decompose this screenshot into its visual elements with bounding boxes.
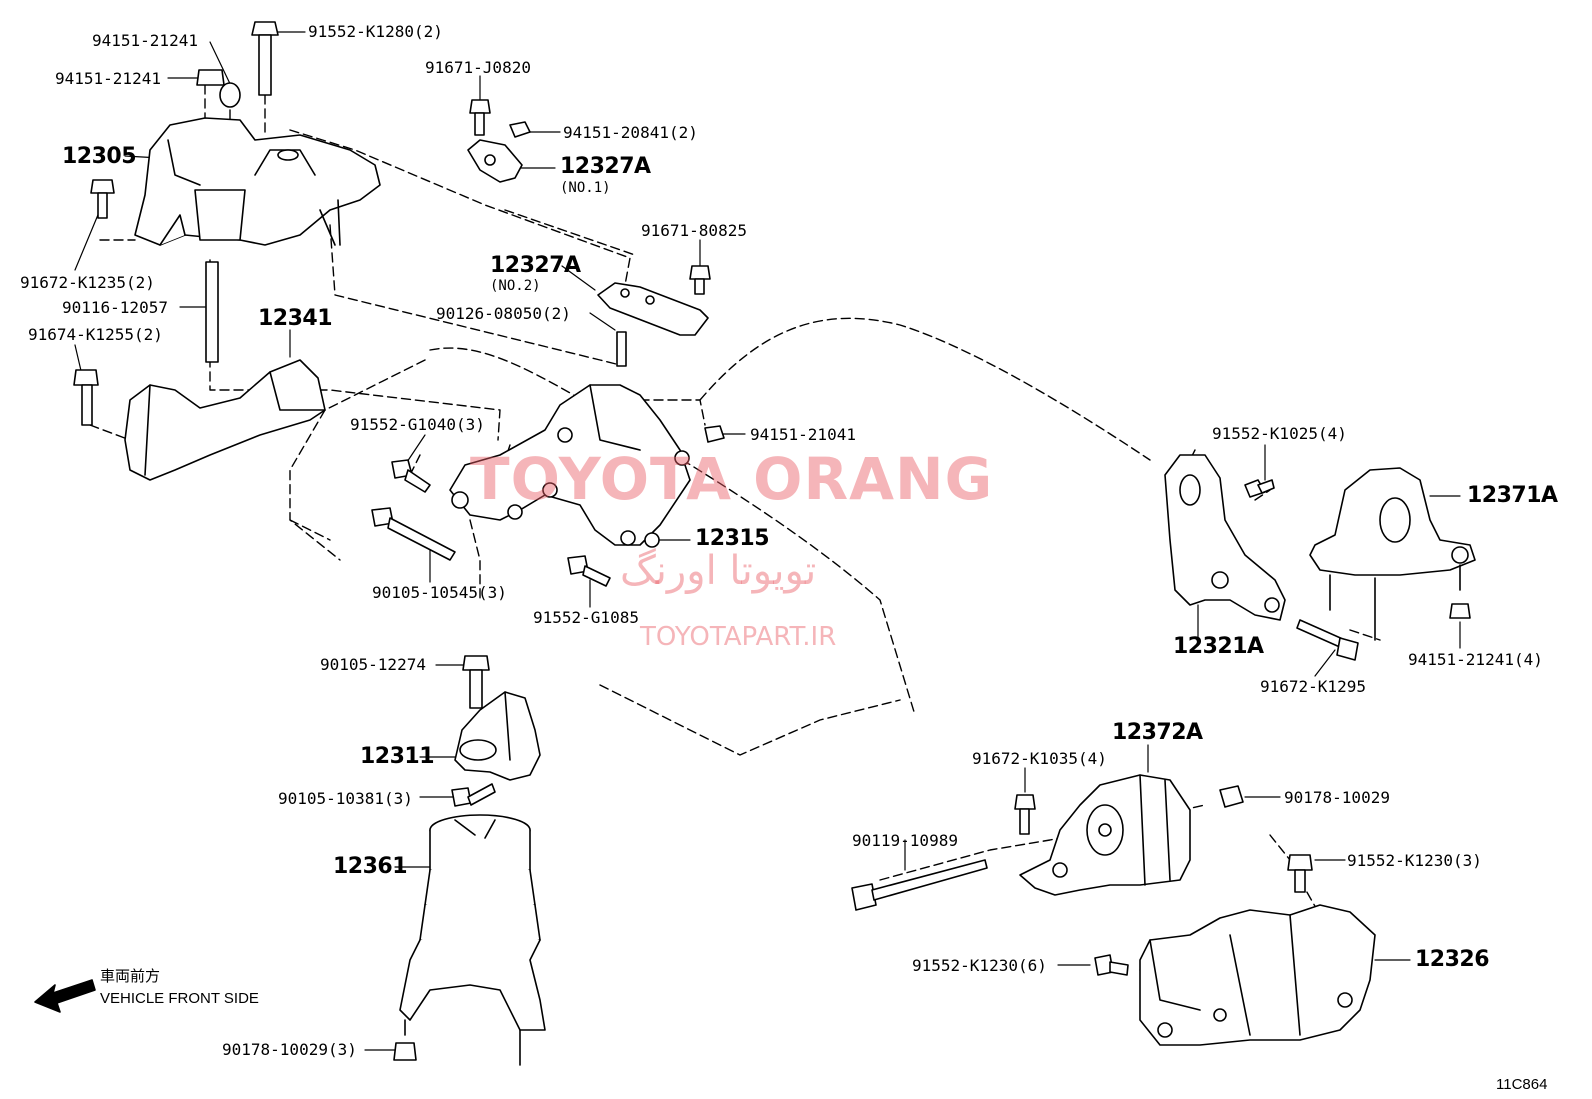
leader-lines (74, 31, 1461, 1051)
bolt-90119-10989 (851, 859, 988, 911)
diagram-code: 11C864 (1496, 1076, 1548, 1093)
label-12327a-no2: 12327A (490, 253, 581, 278)
insulator-12361 (399, 814, 546, 1066)
bracket-12311 (454, 691, 541, 781)
label-91552-k1230-6: 91552-K1230(6) (912, 956, 1047, 975)
label-91552-k1230-3: 91552-K1230(3) (1347, 851, 1482, 870)
nut-90178-10029-3 (393, 1042, 417, 1061)
bolt-91552-k1230-3 (1287, 854, 1313, 893)
vehicle-front-arrow (34, 979, 96, 1013)
bolt-91671-80825 (689, 265, 711, 295)
label-91552-g1085: 91552-G1085 (533, 608, 639, 627)
label-90178-10029: 90178-10029 (1284, 788, 1390, 807)
label-12341: 12341 (258, 306, 333, 331)
nut-94151-21241-4 (1449, 603, 1471, 619)
mount-12371a (1309, 467, 1476, 641)
bolt-91672-k1235 (90, 179, 115, 219)
vehicle-front-japanese: 車両前方 (100, 968, 161, 985)
label-91674-k1255: 91674-K1255(2) (28, 325, 163, 344)
label-90119-10989: 90119-10989 (852, 831, 958, 850)
label-12315: 12315 (695, 526, 770, 551)
label-12372a: 12372A (1112, 720, 1203, 745)
label-90105-12274: 90105-12274 (320, 655, 426, 674)
label-94151-21241-4: 94151-21241(4) (1408, 650, 1543, 669)
bolt-90105-12274 (462, 655, 490, 709)
bolt-91672-k1035 (1014, 794, 1036, 835)
label-12321a: 12321A (1173, 634, 1264, 659)
stud-90126-08050 (616, 331, 627, 367)
bracket-12321a (1164, 454, 1286, 621)
label-91672-k1295: 91672-K1295 (1260, 677, 1366, 696)
vehicle-front-label: 車両前方 VEHICLE FRONT SIDE (100, 966, 259, 1010)
label-94151-21241-a: 94151-21241 (92, 31, 198, 50)
watermark-site: TOYOTAPART.IR (640, 622, 837, 652)
label-91552-k1280: 91552-K1280(2) (308, 22, 443, 41)
watermark-text: TOYOTA ORANG (470, 445, 994, 513)
label-91552-g1040: 91552-G1040(3) (350, 415, 485, 434)
label-94151-21241-b: 94151-21241 (55, 69, 161, 88)
bolt-91552-k1025 (1244, 479, 1275, 498)
nut-94151-21041 (704, 425, 725, 443)
bolt-91552-k1280 (251, 21, 279, 96)
bolt-91674-k1255 (73, 369, 99, 426)
bracket-12327a-no1 (467, 139, 523, 183)
label-90105-10381: 90105-10381(3) (278, 789, 413, 808)
vehicle-front-english: VEHICLE FRONT SIDE (100, 990, 259, 1007)
label-90126-08050: 90126-08050(2) (436, 304, 571, 323)
label-91672-k1235: 91672-K1235(2) (20, 273, 155, 292)
label-12361: 12361 (333, 854, 408, 879)
label-91671-80825: 91671-80825 (641, 221, 747, 240)
bolt-91552-g1085 (567, 555, 611, 587)
label-12371a: 12371A (1467, 483, 1558, 508)
nut-94151-21241-a (196, 69, 225, 86)
label-12327a-no2-sub: (NO.2) (490, 278, 541, 294)
bolt-91552-k1230-6 (1094, 954, 1129, 976)
nut-90178-10029 (1219, 785, 1244, 808)
label-91552-k1025: 91552-K1025(4) (1212, 424, 1347, 443)
bracket-12327a-no2 (597, 282, 709, 336)
label-12326: 12326 (1415, 947, 1490, 972)
bolt-91552-g1040 (391, 459, 431, 493)
bolt-91671-j0820 (469, 99, 491, 136)
label-91671-j0820: 91671-J0820 (425, 58, 531, 77)
label-12305: 12305 (62, 144, 137, 169)
bolt-90105-10545 (371, 507, 456, 561)
label-90178-10029-3: 90178-10029(3) (222, 1040, 357, 1059)
label-90105-10545: 90105-10545(3) (372, 583, 507, 602)
bracket-12326 (1139, 904, 1376, 1046)
label-90116-12057: 90116-12057 (62, 298, 168, 317)
nut-94151-20841 (509, 121, 531, 138)
stud-90116-12057 (205, 261, 219, 363)
bracket-12341 (124, 359, 326, 481)
bracket-12315 (449, 384, 691, 548)
mount-12372a (1019, 774, 1191, 896)
label-91672-k1035: 91672-K1035(4) (972, 749, 1107, 768)
label-12311: 12311 (360, 744, 435, 769)
bolt-90105-10381 (451, 783, 496, 807)
label-12327a-no1: 12327A (560, 154, 651, 179)
bolt-91672-k1295 (1296, 619, 1359, 661)
label-94151-21041: 94151-21041 (750, 425, 856, 444)
nut-94151-21241-b (219, 82, 241, 108)
label-12327a-no1-sub: (NO.1) (560, 180, 611, 196)
watermark-persian: تویوتا اورنگ (620, 548, 817, 594)
engine-mount-12305 (134, 117, 381, 246)
label-94151-20841: 94151-20841(2) (563, 123, 698, 142)
